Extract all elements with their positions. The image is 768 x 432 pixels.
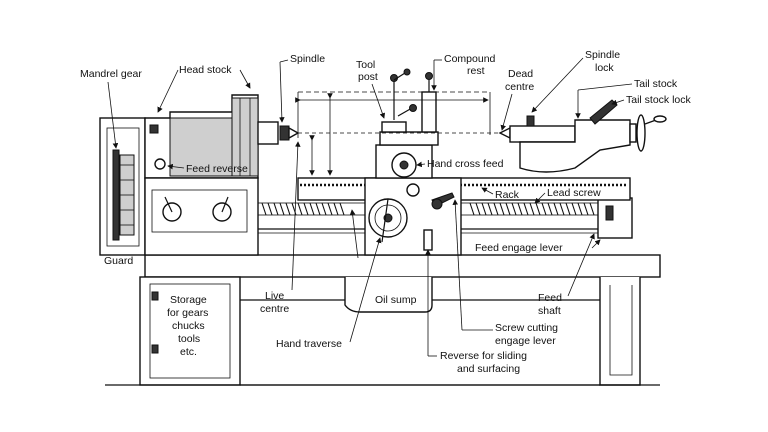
label-reverse-sliding-1: Reverse for sliding <box>440 350 527 362</box>
label-feed-shaft-2: shaft <box>538 305 561 317</box>
spindle-lock <box>526 115 535 127</box>
leader-head-stock <box>157 69 179 113</box>
leader-feed-shaft <box>567 233 595 297</box>
leader-mandrel-gear <box>107 81 119 149</box>
label-storage-1: Storage <box>170 294 207 306</box>
leader-feed-reverse <box>167 163 185 170</box>
leader-feed-point <box>349 209 359 259</box>
label-head-stock: Head stock <box>179 64 232 76</box>
label-reverse-sliding-2: and surfacing <box>457 363 520 375</box>
compound-rest <box>421 91 437 133</box>
lathe-machine <box>99 68 667 386</box>
label-compound-rest-2: rest <box>467 65 485 77</box>
leader-rack <box>481 187 494 195</box>
label-oil-sump: Oil sump <box>375 294 417 306</box>
label-screw-cutting-2: engage lever <box>495 335 556 347</box>
bed-top <box>144 254 661 278</box>
label-feed-reverse: Feed reverse <box>186 163 248 175</box>
dead-centre <box>498 126 511 140</box>
label-guard: Guard <box>104 255 133 267</box>
label-hand-traverse: Hand traverse <box>276 338 342 350</box>
leader-feed-engage-lever <box>591 239 601 249</box>
label-dead-centre-2: centre <box>505 81 534 93</box>
label-storage-3: chucks <box>172 320 205 332</box>
leader-hand-traverse <box>349 237 382 343</box>
leader-live-centre <box>291 141 301 291</box>
feed-gearbox <box>144 177 259 256</box>
label-compound-rest-1: Compound <box>444 53 496 65</box>
tailstock-handwheel <box>636 114 646 152</box>
label-feed-shaft-1: Feed <box>538 292 562 304</box>
tailstock-barrel <box>509 125 576 143</box>
leader-head-stock-2 <box>239 69 251 89</box>
mandrel-gear <box>112 149 120 241</box>
spindle <box>279 125 290 141</box>
oil-sump <box>344 277 433 313</box>
leader-dead-centre <box>500 93 513 131</box>
label-storage-5: etc. <box>180 346 197 358</box>
label-spindle: Spindle <box>290 53 325 65</box>
leader-screw-cutting <box>452 199 463 331</box>
label-live-centre-2: centre <box>260 303 289 315</box>
label-rack: Rack <box>495 189 520 201</box>
leader-spindle <box>279 61 285 123</box>
label-tail-stock: Tail stock <box>634 78 678 90</box>
label-hand-cross-feed: Hand cross feed <box>427 158 504 170</box>
label-tool-post-1: Tool <box>356 59 375 71</box>
tool-post <box>381 121 407 133</box>
label-storage-2: for gears <box>167 307 208 319</box>
label-spindle-lock-2: lock <box>595 62 614 74</box>
leader-hand-cross-feed <box>416 161 426 168</box>
live-centre <box>288 126 300 140</box>
label-feed-engage-lever: Feed engage lever <box>475 242 563 254</box>
leader-tail-stock-lock <box>611 99 625 106</box>
leader-spindle-lock <box>531 57 584 113</box>
end-bracket <box>597 197 633 239</box>
label-lead-screw: Lead screw <box>547 187 601 199</box>
label-storage-4: tools <box>178 333 200 345</box>
label-dead-centre-1: Dead <box>508 68 533 80</box>
labels: Mandrel gear Head stock Spindle Tool pos… <box>80 49 692 375</box>
label-spindle-lock-1: Spindle <box>585 49 620 61</box>
label-tool-post-2: post <box>358 71 378 83</box>
tailstock <box>519 119 631 173</box>
label-tail-stock-lock: Tail stock lock <box>626 94 692 106</box>
label-screw-cutting-1: Screw cutting <box>495 322 558 334</box>
right-pedestal <box>599 277 641 386</box>
leader-lead-screw <box>534 192 546 204</box>
label-mandrel-gear: Mandrel gear <box>80 68 142 80</box>
leader-tool-post <box>371 83 386 119</box>
label-live-centre-1: Live <box>265 290 284 302</box>
leader-lines <box>107 57 633 357</box>
